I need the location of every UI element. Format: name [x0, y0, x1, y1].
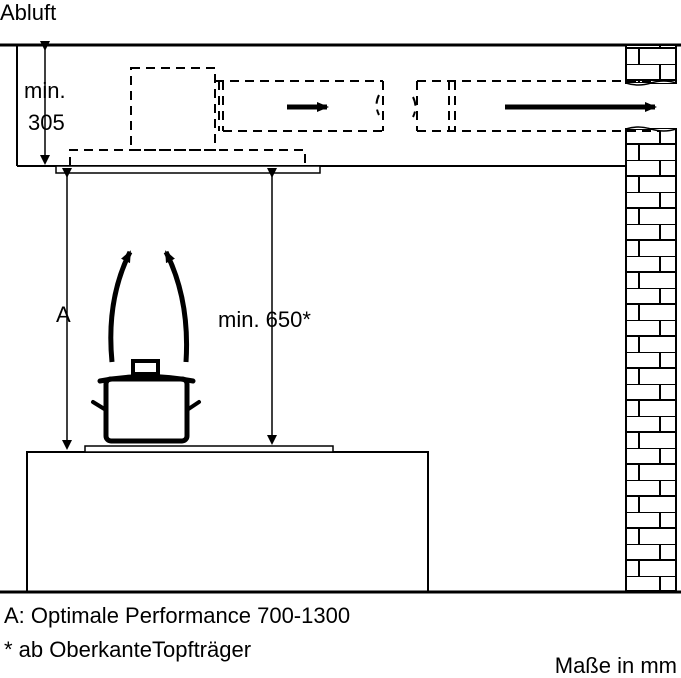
hob [84, 445, 334, 453]
diagram-title: Abluft [0, 0, 57, 25]
note-a: A: Optimale Performance 700-1300 [4, 603, 351, 628]
dim-305-label-line2: 305 [28, 110, 65, 135]
steam-arrow-icon [163, 250, 190, 363]
pot-icon [91, 359, 201, 444]
note-asterisk: * ab OberkanteTopfträger [4, 637, 252, 662]
units-note: Maße in mm [554, 653, 677, 678]
steam-arrow-icon [108, 250, 133, 363]
hood-plate [55, 165, 321, 174]
dim-650-label: min. 650* [218, 307, 311, 332]
counter [26, 451, 429, 593]
dim-a-label: A [56, 302, 71, 327]
brick-wall [625, 44, 677, 592]
dim-305-label-line1: min. [24, 78, 66, 103]
cooker-hood [69, 67, 660, 166]
